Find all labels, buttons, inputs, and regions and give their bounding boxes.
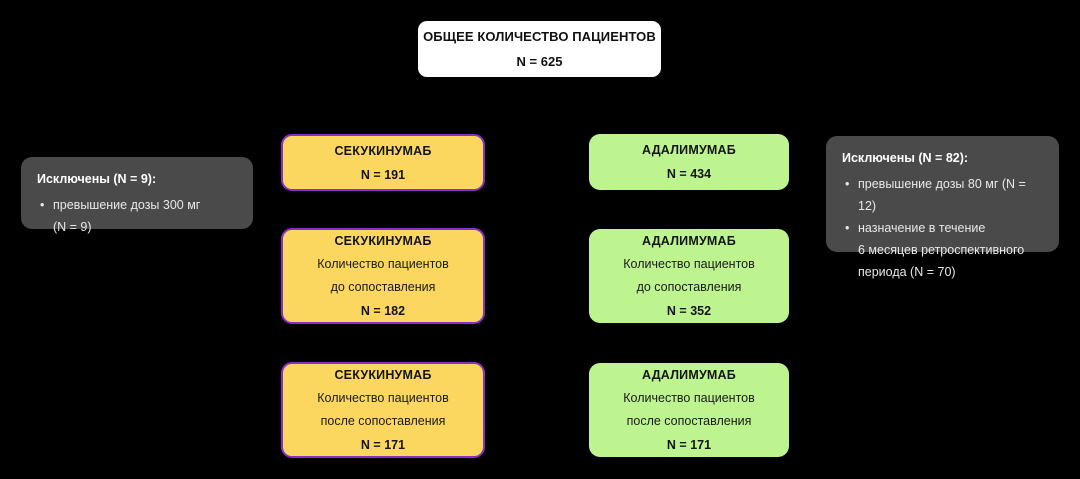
secukinumab-after-line2: после сопоставления [320, 414, 446, 428]
adalimumab-before-count: N = 352 [666, 304, 712, 318]
list-item: • назначение в течение 6 месяцев ретросп… [842, 217, 1043, 283]
adalimumab-initial-heading: АДАЛИМУМАБ [642, 143, 736, 157]
exclusions-left-item-0-text: превышение дозы 300 мг [53, 198, 201, 212]
adalimumab-node-initial: АДАЛИМУМАБ N = 434 [589, 134, 789, 190]
secukinumab-before-count: N = 182 [360, 304, 406, 318]
adalimumab-before-line2: до сопоставления [636, 280, 742, 294]
bullet-icon: • [845, 177, 850, 191]
exclusions-left-list: • превышение дозы 300 мг (N = 9) [37, 194, 237, 238]
secukinumab-after-heading: СЕКУКИНУМАБ [334, 368, 432, 382]
adalimumab-node-before-matching: АДАЛИМУМАБ Количество пациентов до сопос… [589, 229, 789, 323]
exclusions-left-box: Исключены (N = 9): • превышение дозы 300… [21, 157, 253, 234]
adalimumab-initial-count: N = 434 [666, 167, 712, 181]
adalimumab-node-after-matching: АДАЛИМУМАБ Количество пациентов после со… [589, 363, 789, 457]
secukinumab-initial-count: N = 191 [360, 167, 406, 182]
adalimumab-after-heading: АДАЛИМУМАБ [642, 368, 736, 382]
secukinumab-before-heading: СЕКУКИНУМАБ [334, 234, 432, 248]
exclusions-right-item-1-text: назначение в течение [858, 221, 986, 235]
adalimumab-after-line2: после сопоставления [626, 414, 752, 428]
exclusions-right-item-0-text: превышение дозы 80 мг (N = 12) [858, 177, 1026, 213]
exclusions-right-title: Исключены (N = 82): [842, 151, 969, 165]
list-item: • превышение дозы 80 мг (N = 12) [842, 173, 1043, 217]
adalimumab-after-line1: Количество пациентов [623, 391, 755, 405]
exclusions-left-title: Исключены (N = 9): [37, 172, 157, 186]
secukinumab-after-count: N = 171 [360, 438, 406, 452]
secukinumab-after-line1: Количество пациентов [317, 391, 449, 405]
list-item: • превышение дозы 300 мг (N = 9) [37, 194, 237, 238]
total-patients-count: N = 625 [516, 53, 563, 69]
total-patients-heading: ОБЩЕЕ КОЛИЧЕСТВО ПАЦИЕНТОВ [423, 28, 656, 44]
secukinumab-node-after-matching: СЕКУКИНУМАБ Количество пациентов после с… [281, 362, 485, 458]
exclusions-right-list: • превышение дозы 80 мг (N = 12) • назна… [842, 173, 1043, 283]
exclusions-right-box: Исключены (N = 82): • превышение дозы 80… [826, 136, 1059, 279]
adalimumab-after-count: N = 171 [666, 438, 712, 452]
adalimumab-before-heading: АДАЛИМУМАБ [642, 234, 736, 248]
secukinumab-node-before-matching: СЕКУКИНУМАБ Количество пациентов до сопо… [281, 228, 485, 324]
exclusions-right-item-2-text: периода (N = 70) [858, 265, 956, 279]
secukinumab-before-line1: Количество пациентов [317, 257, 449, 271]
secukinumab-initial-heading: СЕКУКИНУМАБ [334, 143, 432, 158]
bullet-icon: • [845, 221, 850, 235]
adalimumab-before-line1: Количество пациентов [623, 257, 755, 271]
secukinumab-node-initial: СЕКУКИНУМАБ N = 191 [281, 134, 485, 191]
secukinumab-before-line2: до сопоставления [330, 280, 436, 294]
exclusions-right-item-1-continuation: 6 месяцев ретроспективного [858, 243, 1025, 257]
bullet-icon: • [40, 198, 45, 212]
total-patients-node: ОБЩЕЕ КОЛИЧЕСТВО ПАЦИЕНТОВ N = 625 [418, 21, 661, 77]
exclusions-left-item-0-continuation: (N = 9) [53, 220, 92, 234]
